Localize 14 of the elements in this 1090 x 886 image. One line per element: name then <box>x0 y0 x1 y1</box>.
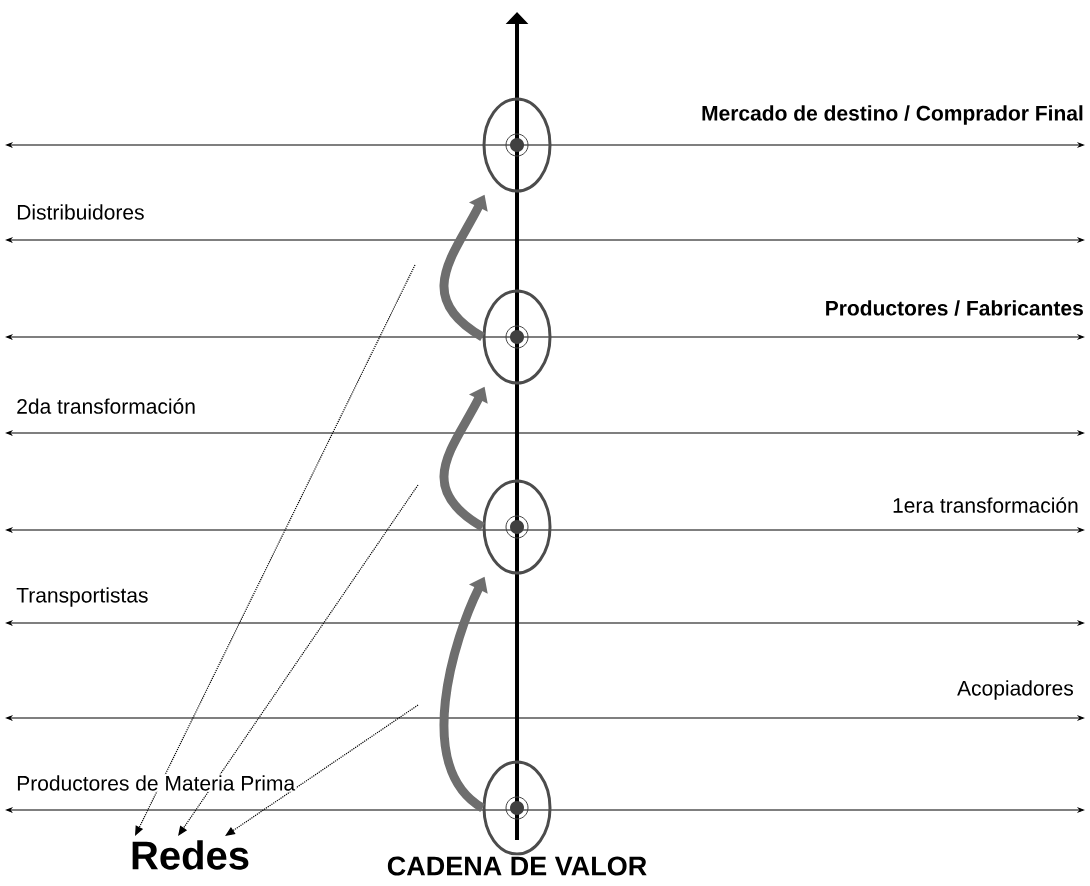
axis-label: CADENA DE VALOR <box>385 855 649 877</box>
title-text: Redes <box>132 840 249 870</box>
target-ellipse <box>482 479 552 575</box>
axis-label: 1era transformación <box>891 496 1080 514</box>
axis-label: Mercado de destino / Comprador Final <box>700 104 1085 126</box>
axis-label: Productores / Fabricantes <box>823 299 1085 317</box>
axis-label: Productores de Materia Prima <box>15 774 297 792</box>
axis-label: 2da transformación <box>15 397 197 415</box>
target-ellipse <box>482 760 552 856</box>
axis-label: Distribuidores <box>15 203 146 221</box>
axis-label: Transportistas <box>15 586 150 608</box>
axis-label: Acopiadores <box>956 679 1075 701</box>
target-ellipse <box>482 289 552 385</box>
target-ellipse <box>482 97 552 193</box>
